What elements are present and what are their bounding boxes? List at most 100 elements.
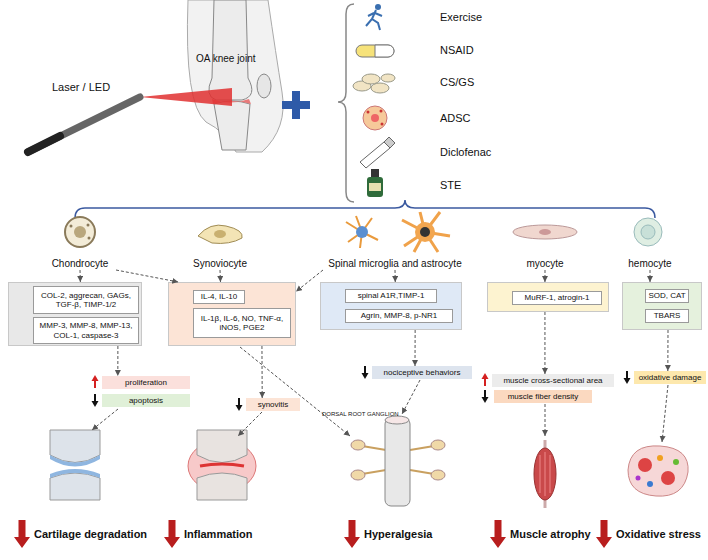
- dot: [87, 224, 90, 227]
- bracket: [75, 200, 655, 218]
- text-label: ADSC: [440, 111, 471, 125]
- cell-type: Chondrocyte: [40, 212, 120, 270]
- dropper-cap: [371, 169, 379, 177]
- cell-cluster: [628, 446, 688, 496]
- connector: [395, 270, 396, 282]
- decrease-arrow: [92, 394, 99, 407]
- microglia-body: [356, 226, 368, 238]
- decrease-arrow: [482, 390, 489, 403]
- decrease-arrow-large: [344, 520, 360, 548]
- stem-cell-nucleus: [371, 114, 379, 122]
- marker-box: MuRF-1, atrogin-1: [512, 291, 602, 305]
- connector: [544, 270, 545, 282]
- cell: [661, 471, 675, 485]
- chondrocyte-icon: [65, 217, 95, 247]
- leader-line: [240, 347, 350, 436]
- arrow-tip: [92, 375, 99, 381]
- treatment-icons: [353, 4, 395, 197]
- tablet: [362, 74, 380, 84]
- ganglion: [351, 440, 365, 450]
- cell-type: Spinal microglia and astrocyte: [320, 212, 470, 270]
- leg-outline: [187, 0, 283, 152]
- text-label: Diclofenac: [440, 145, 491, 159]
- node-text: Spinal microglia and astrocyte: [328, 258, 461, 270]
- dot: [380, 110, 383, 113]
- arrow-tip: [92, 401, 99, 407]
- arrow-shaft: [484, 378, 486, 386]
- node-text: MMP-3, MMP-8, MMP-13, COL-1, caspase-3: [36, 321, 136, 340]
- text-label: NSAID: [440, 43, 474, 57]
- marker-box: Agrin, MMP-8, p-NR1: [345, 309, 453, 323]
- connector: [117, 346, 118, 376]
- decrease-arrow-large: [164, 520, 180, 548]
- connector: [544, 312, 545, 374]
- marker-panel: COL-2, aggrecan, GAGs, TGF-β, TIMP-1/2MM…: [8, 282, 142, 346]
- bottle: [367, 177, 383, 197]
- laser-illustration: [28, 88, 232, 152]
- marker-box: TBARS: [645, 309, 689, 323]
- leader-line: [402, 380, 420, 414]
- arrow-tip: [362, 373, 369, 379]
- node-text: hemocyte: [628, 258, 671, 270]
- text-label: Oxidative stress: [616, 527, 701, 541]
- tablet: [381, 74, 395, 82]
- decrease-arrow: [624, 371, 631, 384]
- leader-line: [92, 409, 118, 430]
- marker-panel: IL-4, IL-10IL-1β, IL-6, NO, TNF-α, iNOS,…: [168, 282, 296, 346]
- connector: [667, 330, 668, 371]
- text-label: DORSAL ROOT GANGLION: [322, 410, 399, 419]
- effect-box: apoptosis: [102, 394, 190, 407]
- ganglion: [431, 440, 445, 450]
- text-label: Muscle atrophy: [510, 527, 591, 541]
- ganglion: [351, 470, 365, 480]
- node-text: apoptosis: [129, 396, 163, 406]
- nucleus: [641, 225, 655, 239]
- effect-box: oxidative damage: [634, 371, 706, 384]
- bone: [50, 430, 100, 463]
- cell: [638, 458, 652, 472]
- text-label: OA knee joint: [196, 52, 255, 65]
- nucleus: [539, 229, 551, 235]
- capsule: [356, 45, 394, 57]
- marker-panel: SOD, CATTBARS: [622, 282, 702, 330]
- nucleus: [214, 230, 226, 238]
- nucleus: [420, 227, 430, 237]
- text-label: Exercise: [440, 10, 482, 24]
- gel-cap: [384, 137, 395, 148]
- connector: [415, 330, 416, 366]
- effect-box: synovitis: [246, 398, 300, 411]
- marker-box: IL-4, IL-10: [193, 290, 245, 304]
- synoviocyte-icon: [198, 225, 242, 243]
- arrow-shaft: [626, 371, 628, 379]
- microglia-icon: [346, 216, 378, 248]
- gel-tube: [360, 142, 390, 168]
- bottle-label: [369, 183, 381, 191]
- leader-line: [238, 412, 262, 436]
- arrow-shaft: [238, 398, 240, 406]
- text-label: CS/GS: [440, 75, 474, 89]
- effect-box: muscle cross-sectional area: [492, 374, 614, 387]
- femur: [209, 0, 252, 100]
- node-text: COL-2, aggrecan, GAGs, TGF-β, TIMP-1/2: [36, 291, 136, 310]
- cartilage: [50, 455, 100, 467]
- laser-pen: [28, 97, 140, 152]
- nucleus: [74, 226, 86, 238]
- radical: [657, 455, 663, 461]
- runner-head: [375, 4, 381, 10]
- dot: [88, 237, 91, 240]
- arrow-tip: [482, 373, 489, 379]
- radical: [647, 481, 653, 487]
- arrow-tip: [624, 378, 631, 384]
- cell-icons: [65, 212, 662, 252]
- node-text: muscle fiber density: [508, 392, 579, 402]
- node-text: IL-1β, IL-6, NO, TNF-α, iNOS, PGE2: [196, 314, 288, 333]
- bone: [197, 473, 247, 500]
- bone: [50, 473, 100, 500]
- node-text: IL-4, IL-10: [201, 292, 237, 302]
- brace: [338, 4, 354, 202]
- node-text: spinal A1R,TIMP-1: [358, 291, 425, 301]
- connector: [220, 270, 221, 282]
- patella: [257, 74, 271, 98]
